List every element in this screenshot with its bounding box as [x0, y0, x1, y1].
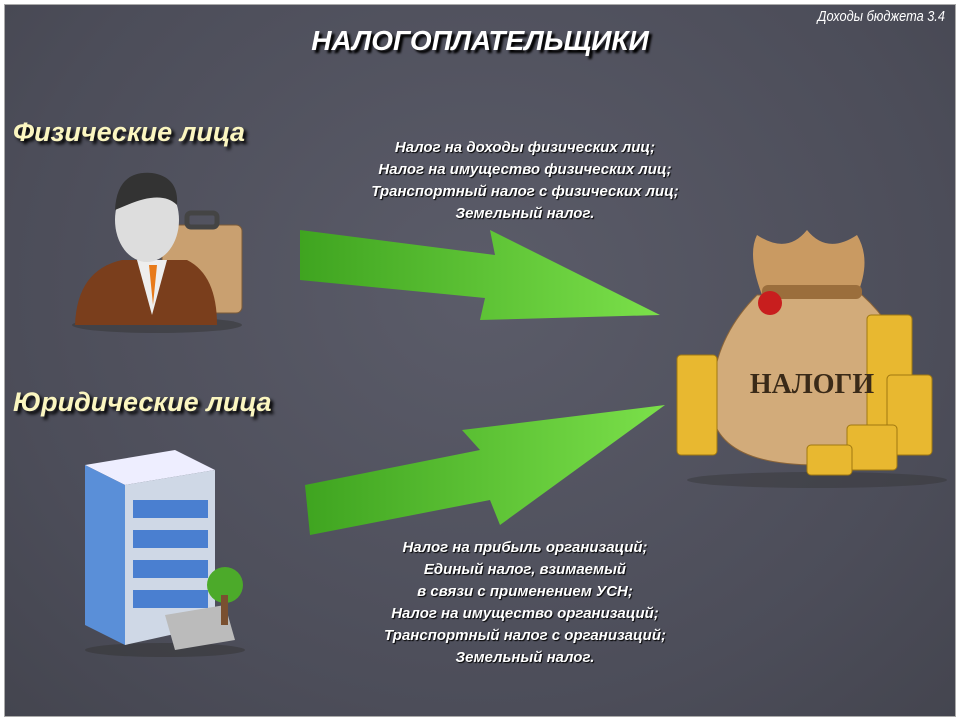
individuals-tax-list: Налог на доходы физических лиц; Налог на… [325, 137, 725, 225]
tax-item: в связи с применением УСН; [417, 583, 633, 600]
money-bag-label: НАЛОГИ [750, 369, 874, 400]
slide-title: НАЛОГОПЛАТЕЛЬЩИКИ [311, 25, 649, 56]
arrow-individuals-icon [300, 230, 660, 320]
legal-entities-tax-list: Налог на прибыль организаций; Единый нал… [325, 537, 725, 669]
office-building-icon [85, 450, 245, 657]
tax-item: Налог на имущество физических лиц; [378, 161, 672, 178]
tax-item: Налог на доходы физических лиц; [394, 139, 656, 156]
businessman-icon [72, 172, 243, 333]
tax-item: Земельный налог. [455, 649, 595, 666]
tax-item: Транспортный налог с организаций; [384, 627, 666, 644]
tax-item: Налог на имущество организаций; [391, 605, 659, 622]
arrow-legal-entities-icon [305, 405, 665, 535]
tax-money-bag-icon: НАЛОГИ [676, 230, 947, 488]
tax-item: Налог на прибыль организаций; [402, 539, 648, 556]
tax-item: Земельный налог. [455, 205, 595, 222]
individuals-label: Физические лица [13, 117, 246, 147]
tax-item: Транспортный налог с физических лиц; [371, 183, 679, 200]
page-reference: Доходы бюджета 3.4 [817, 8, 945, 25]
legal-entities-label: Юридические лица [13, 387, 272, 417]
tax-item: Единый налог, взимаемый [423, 561, 627, 578]
slide: Доходы бюджета 3.4 НАЛОГОПЛАТЕЛЬЩИКИ Физ… [4, 4, 956, 717]
